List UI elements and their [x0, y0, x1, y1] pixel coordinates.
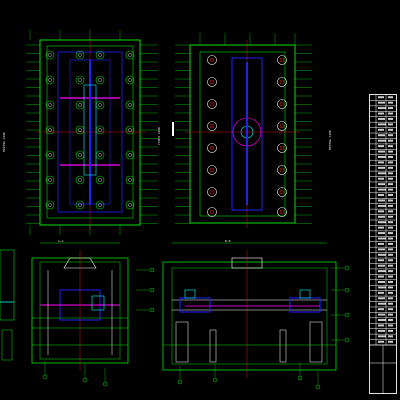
fixed-side-label: FIXED SIDE	[157, 126, 161, 145]
moving-side-label-left: MOVING SIDE	[2, 132, 6, 152]
plan-left-bolt-holes	[45, 50, 135, 210]
plan-view-left	[36, 36, 146, 230]
section-view-left	[31, 250, 129, 370]
plan-view-middle	[185, 40, 300, 228]
section-label-b: B-B	[225, 239, 231, 243]
title-block	[369, 94, 397, 394]
section-view-right	[162, 250, 337, 378]
parts-list-table	[370, 95, 396, 393]
bottom-leader-lines	[42, 265, 350, 390]
section-mark	[172, 122, 174, 136]
section-view-edge	[0, 249, 15, 361]
plan-middle-bolt-holes	[207, 55, 287, 217]
leader-lines	[26, 30, 312, 235]
section-label-a: A-A	[58, 239, 64, 243]
moving-side-label-right: MOVING SIDE	[328, 130, 332, 150]
